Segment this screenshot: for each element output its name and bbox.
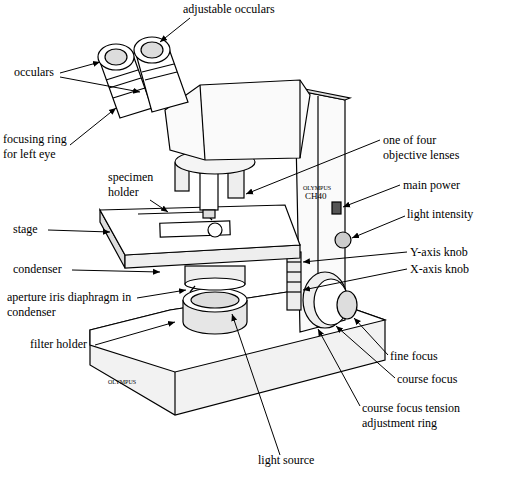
part-label: condenser [13, 262, 62, 277]
part-label: light source [258, 453, 314, 468]
part-label: main power [403, 178, 460, 193]
part-label: one of four objective lenses [383, 133, 483, 163]
part-label: X-axis knob [410, 262, 469, 277]
part-label: light intensity [407, 207, 473, 222]
brand-mark: OLYMPUS [303, 184, 331, 192]
part-label: fine focus [390, 349, 438, 364]
part-label: course focus tension adjustment ring [362, 401, 487, 431]
part-label: aperture iris diaphragm in condenser [7, 290, 139, 320]
part-label: adjustable occulars [183, 2, 275, 17]
part-label: stage [13, 222, 38, 237]
part-label: specimen holder [108, 170, 168, 200]
part-label: focusing ring for left eye [3, 132, 75, 162]
brand-mark: OLYMPUS [108, 378, 136, 386]
model-mark: CH40 [305, 191, 327, 202]
part-label: course focus [397, 372, 457, 387]
part-label: filter holder [30, 337, 87, 352]
part-label: Y-axis knob [410, 245, 468, 260]
part-label: occulars [14, 65, 54, 80]
